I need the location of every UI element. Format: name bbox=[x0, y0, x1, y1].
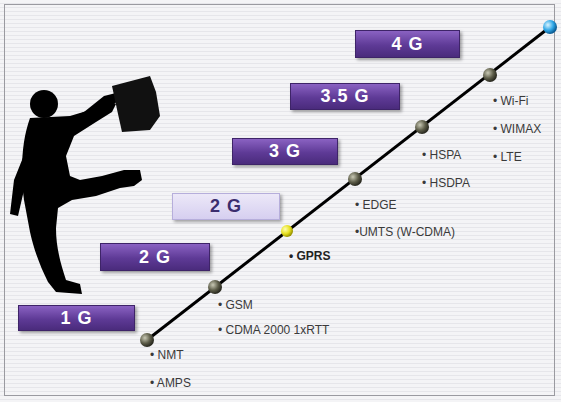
technology-label: • GSM bbox=[218, 298, 253, 312]
technology-label: • Wi-Fi bbox=[493, 94, 529, 108]
generation-label: 3.5 G bbox=[320, 86, 369, 107]
technology-label: • GPRS bbox=[289, 249, 331, 263]
generation-step: 3.5 G bbox=[290, 83, 400, 110]
dot bbox=[543, 20, 557, 34]
dot bbox=[140, 333, 154, 347]
generation-step: 2 G bbox=[172, 193, 280, 220]
technology-label: • HSPA bbox=[422, 148, 461, 162]
technology-label: • HSDPA bbox=[422, 176, 470, 190]
generation-step: 2 G bbox=[100, 243, 210, 271]
timeline bbox=[147, 27, 550, 340]
technology-label: • AMPS bbox=[150, 376, 191, 390]
generation-step: 4 G bbox=[355, 30, 460, 58]
technology-label: • CDMA 2000 1xRTT bbox=[218, 323, 329, 337]
dot bbox=[281, 225, 293, 237]
technology-label: • WIMAX bbox=[493, 122, 541, 136]
dot bbox=[348, 172, 362, 186]
dot bbox=[208, 280, 222, 294]
technology-label: •UMTS (W-CDMA) bbox=[355, 225, 455, 239]
generation-step: 3 G bbox=[232, 138, 338, 165]
generation-label: 1 G bbox=[60, 308, 92, 329]
technology-label: • EDGE bbox=[355, 198, 397, 212]
technology-label: • NMT bbox=[150, 348, 184, 362]
technology-label: • LTE bbox=[493, 150, 522, 164]
generation-label: 2 G bbox=[210, 196, 242, 217]
dot bbox=[415, 120, 429, 134]
generation-label: 4 G bbox=[391, 34, 423, 55]
generation-label: 3 G bbox=[269, 141, 301, 162]
generation-label: 2 G bbox=[139, 247, 171, 268]
dot bbox=[483, 68, 497, 82]
generation-step: 1 G bbox=[18, 305, 135, 331]
